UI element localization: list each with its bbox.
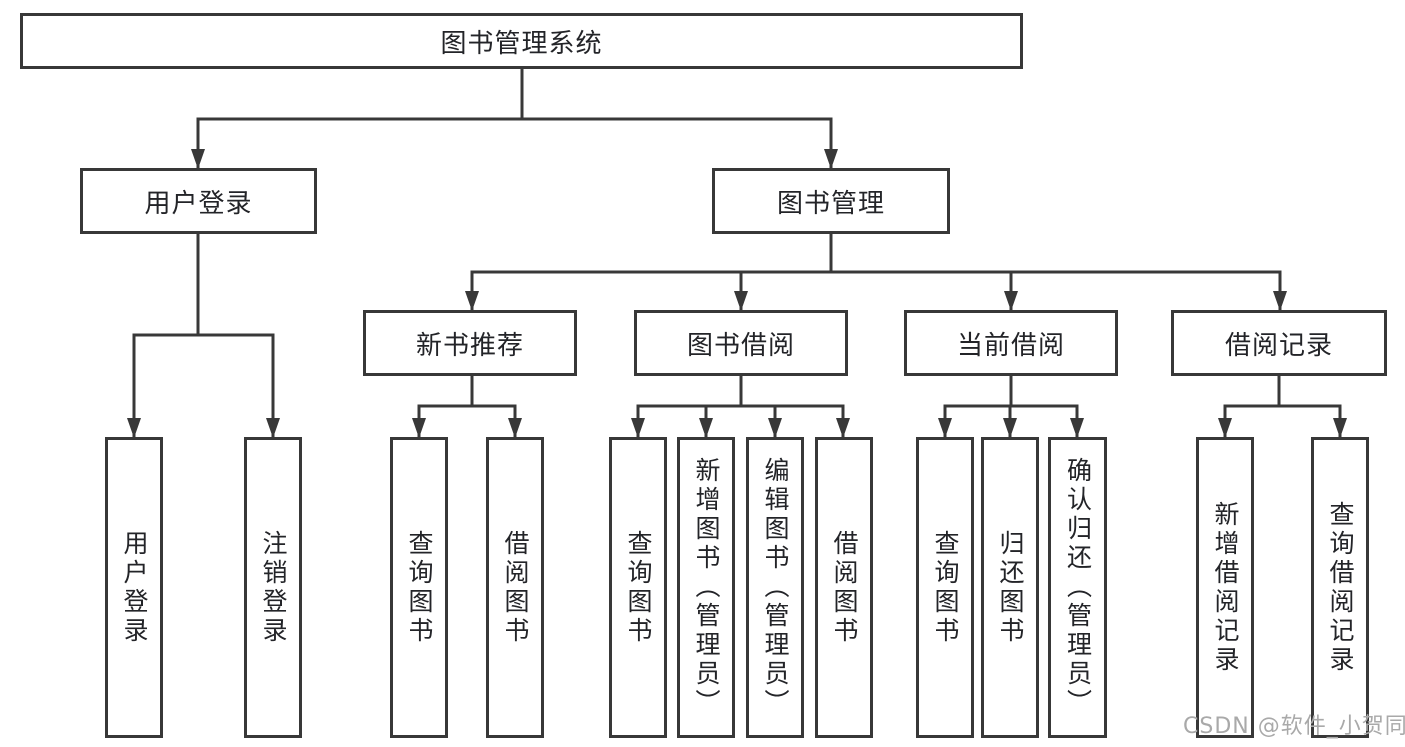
- node-borrowing-records: 借阅记录: [1171, 310, 1387, 376]
- node-book-management: 图书管理: [712, 168, 950, 234]
- node-book-borrowing: 图书借阅: [634, 310, 848, 376]
- connector-skeleton: [132, 67, 1342, 408]
- leaf-add-books-admin: 新增图书（管理员）: [677, 437, 735, 738]
- leaf-borrow-books-recommend: 借阅图书: [486, 437, 544, 738]
- node-new-book-recommendation: 新书推荐: [363, 310, 577, 376]
- watermark: CSDN @软件_小贺同学: [1183, 714, 1405, 739]
- node-user-login: 用户登录: [80, 168, 317, 234]
- leaf-query-books-recommend: 查询图书: [390, 437, 448, 738]
- leaf-logout: 注销登录: [244, 437, 302, 738]
- leaf-query-books-current: 查询图书: [916, 437, 974, 738]
- node-library-management-system: 图书管理系统: [20, 13, 1023, 69]
- leaf-confirm-return-admin: 确认归还（管理员）: [1048, 437, 1107, 738]
- leaf-edit-books-admin: 编辑图书（管理员）: [746, 437, 804, 738]
- leaf-add-borrow-record: 新增借阅记录: [1196, 437, 1254, 738]
- leaf-user-login: 用户登录: [105, 437, 163, 738]
- leaf-query-borrow-record: 查询借阅记录: [1311, 437, 1369, 738]
- leaf-borrow-books: 借阅图书: [815, 437, 873, 738]
- leaf-return-books: 归还图书: [981, 437, 1039, 738]
- leaf-query-books-borrowing: 查询图书: [609, 437, 667, 738]
- node-current-borrowing: 当前借阅: [904, 310, 1118, 376]
